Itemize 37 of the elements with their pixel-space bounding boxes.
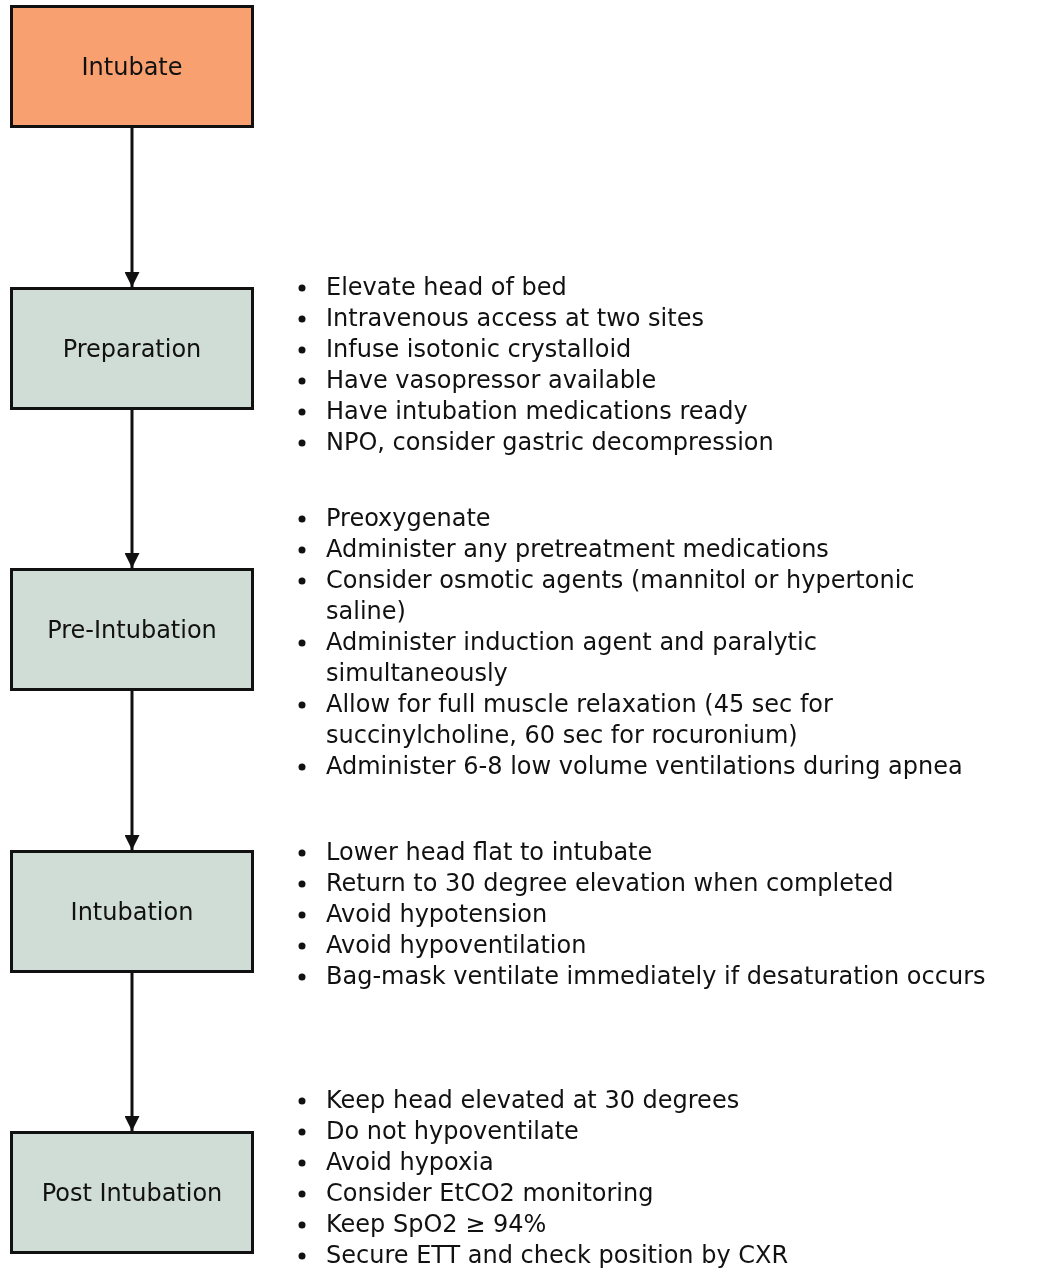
process-box	[10, 568, 254, 691]
arrow	[124, 691, 140, 850]
bullet-text: Consider osmotic agents (mannitol or hypertonic saline)	[326, 566, 915, 625]
bullet-text: Administer any pretreatment medications	[326, 535, 829, 563]
bullet-text: Keep head elevated at 30 degrees	[326, 1086, 740, 1114]
step-label: Post Intubation	[41, 1178, 223, 1207]
process-box	[10, 850, 254, 973]
bullet-text: Avoid hypoxia	[326, 1148, 494, 1176]
process-box	[10, 5, 254, 128]
process-box	[10, 1131, 254, 1254]
bullet-text: Administer induction agent and paralytic simultaneously	[326, 628, 817, 687]
bullet-text: Administer 6-8 low volume ventilations during apnea	[326, 752, 963, 780]
arrow	[124, 973, 140, 1131]
arrow	[124, 410, 140, 568]
bullet-text: NPO, consider gastric decompression	[326, 428, 774, 456]
bullet-text: Secure ETT and check position by CXR	[326, 1241, 789, 1269]
bullet-text: Keep SpO2 ≥ 94%	[326, 1210, 547, 1238]
step-label: Pre-Intubation	[47, 615, 217, 644]
bullet-text: Allow for full muscle relaxation (45 sec for succinylcholine, 60 sec for rocuronium)	[326, 690, 833, 749]
bullet-text: Infuse isotonic crystalloid	[326, 335, 632, 363]
process-box	[10, 287, 254, 410]
bullet-text: Return to 30 degree elevation when completed	[326, 869, 894, 897]
bullet-text: Consider EtCO2 monitoring	[326, 1179, 654, 1207]
bullet-text: Elevate head of bed	[326, 273, 567, 301]
step-label: Intubate	[81, 52, 183, 81]
step-label: Preparation	[62, 334, 202, 363]
bullet-text: Avoid hypotension	[326, 900, 548, 928]
bullet-text: Lower head flat to intubate	[326, 838, 653, 866]
bullet-text: Have intubation medications ready	[326, 397, 748, 425]
step-label: Intubation	[70, 897, 194, 926]
bullet-text: Avoid hypoventilation	[326, 931, 587, 959]
bullet-text: Do not hypoventilate	[326, 1117, 579, 1145]
bullet-text: Have vasopressor available	[326, 366, 657, 394]
arrow	[124, 128, 140, 287]
bullet-text: Preoxygenate	[326, 504, 491, 532]
bullet-text: Bag-mask ventilate immediately if desaturation occurs	[326, 962, 986, 990]
bullet-text: Intravenous access at two sites	[326, 304, 704, 332]
